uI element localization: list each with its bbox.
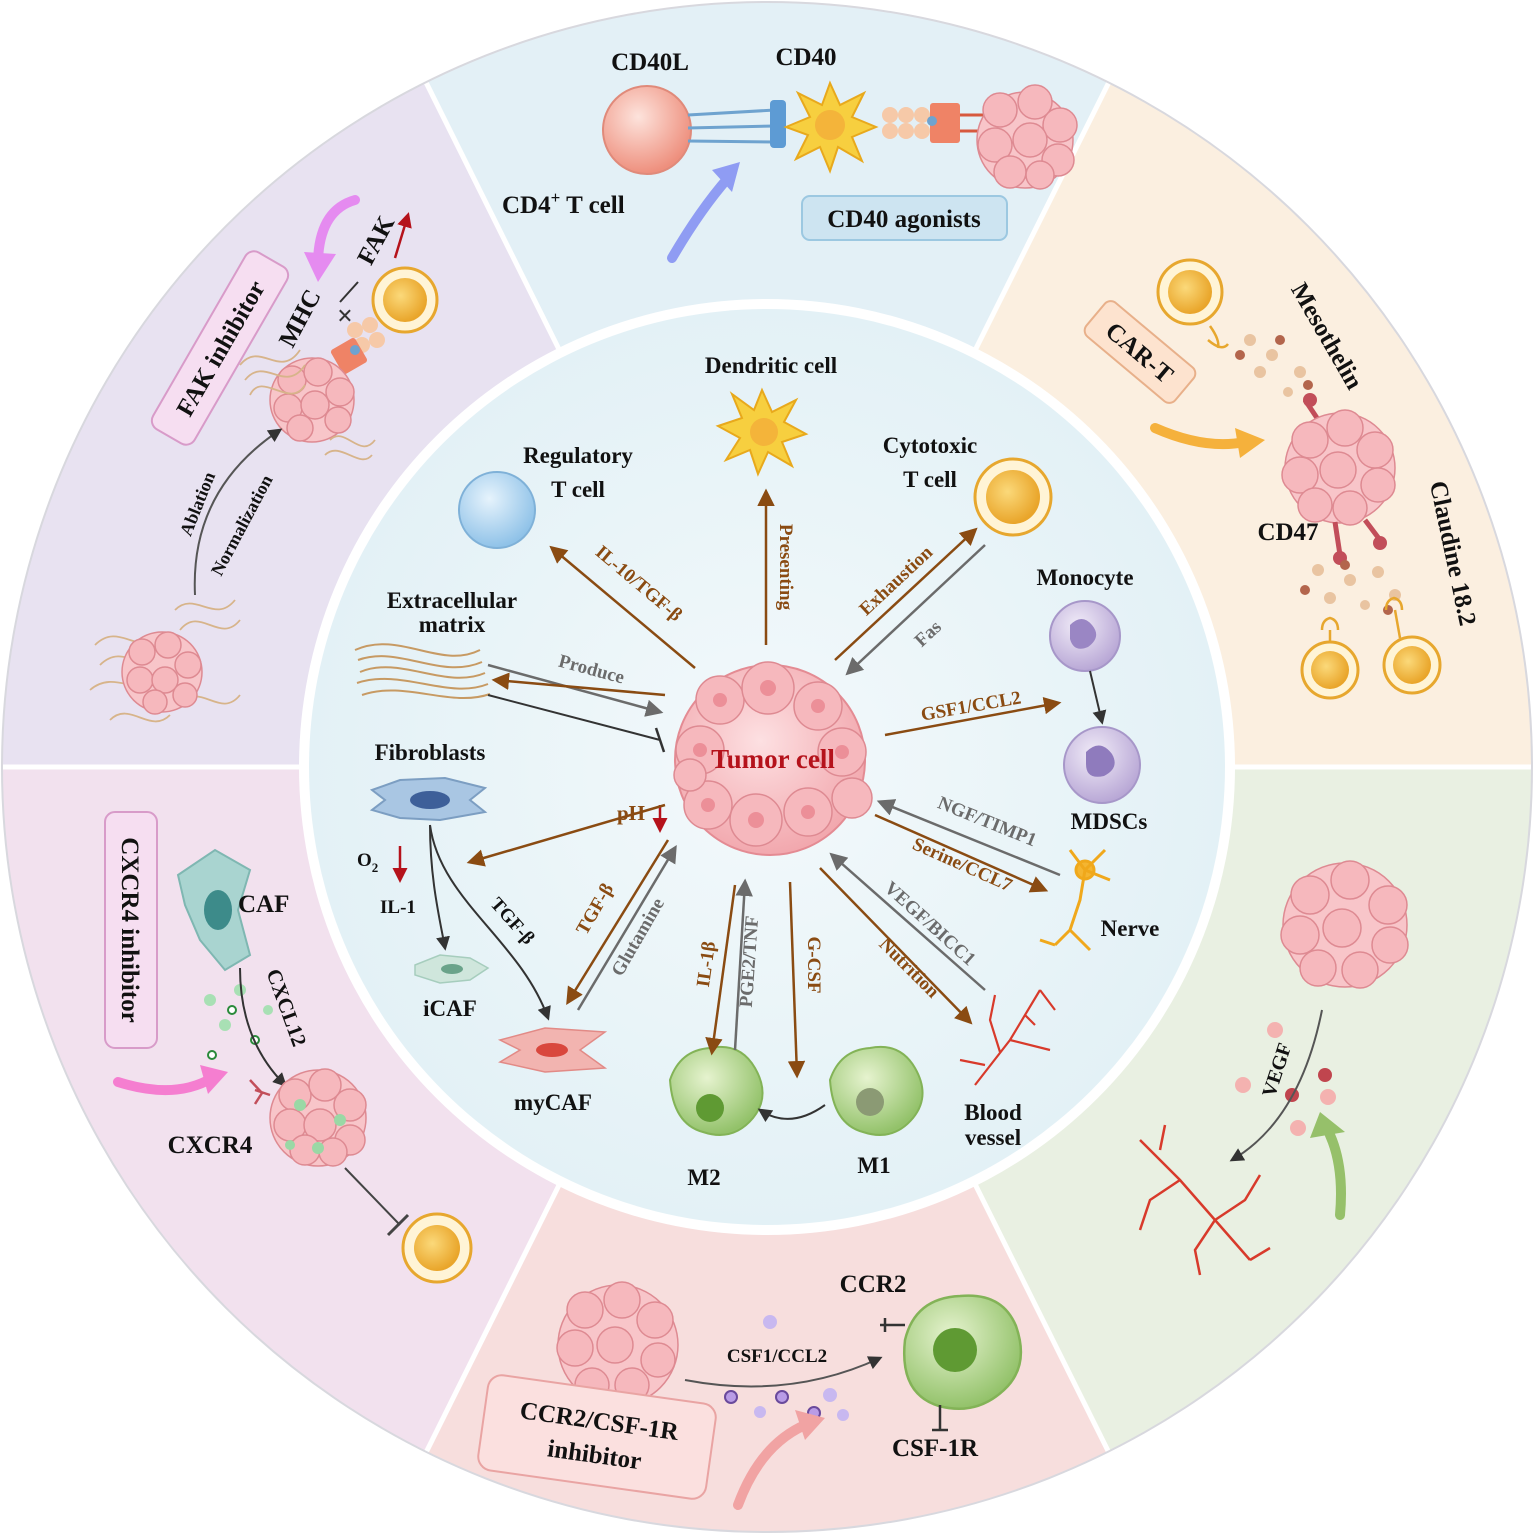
fak-receptor [347, 317, 385, 353]
nerve-label: Nerve [1101, 916, 1160, 941]
ecm-label-2: matrix [419, 612, 486, 637]
icaf-label: iCAF [423, 996, 477, 1021]
m2-macrophage-icon [668, 1046, 764, 1136]
gcsf-label: G-CSF [803, 937, 824, 994]
cd40-agonists-label: CD40 agonists [827, 206, 981, 233]
cd40-up-arrow [667, 173, 733, 263]
cart-section [1150, 258, 1442, 700]
nerve-icon [1039, 848, 1111, 952]
dendritic-cell-label: Dendritic cell [705, 353, 837, 378]
tumor-cell-label: Tumor cell [711, 744, 835, 774]
cytotoxic-t-cell-icon [973, 457, 1053, 537]
car-t-cell-icon-3 [1382, 596, 1442, 695]
cytotoxic-label-2: T cell [903, 467, 957, 492]
cd40l-receptors [687, 108, 776, 144]
regulatory-t-cell-icon [458, 471, 536, 549]
o2-label: O2 [357, 850, 378, 875]
fak-tumor-icon [269, 357, 355, 443]
blood-vessel-label-1: Blood [964, 1100, 1022, 1125]
il1-label: IL-1 [380, 897, 416, 918]
fak-tumor-fibrous-icon [89, 599, 241, 723]
cd40l-label: CD40L [611, 49, 689, 76]
fak-t-cell-icon [371, 266, 439, 334]
car-t-cell-icon [1156, 258, 1224, 326]
cd47-label: CD47 [1257, 519, 1318, 546]
fak-up-arrow [393, 212, 412, 259]
mdscs-icon [1063, 726, 1141, 804]
cxcr4-t-cell-icon [401, 1212, 473, 1284]
cd40-dendritic-icon [783, 80, 879, 174]
caf-icon [176, 848, 252, 972]
fak-section: × [89, 195, 439, 723]
m1-label: M1 [857, 1153, 890, 1178]
m2-label: M2 [687, 1165, 720, 1190]
center-arrows [429, 488, 1062, 1079]
cd40-agonists-box [801, 195, 1008, 241]
vegf-section [1138, 860, 1409, 1276]
ccr2-tumor-icon [556, 1281, 679, 1406]
cd4-t-cell-label: CD4+ T cell [502, 188, 625, 219]
blood-vessel-icon [959, 989, 1056, 1086]
caf-label: CAF [238, 891, 289, 918]
car-t-cell-icon-2 [1300, 616, 1360, 700]
regulatory-label-2: T cell [551, 477, 605, 502]
cd40-tumor-icon [976, 84, 1078, 190]
fibroblast-icon [369, 776, 488, 822]
monocyte-icon [1049, 600, 1121, 672]
fibroblasts-label: Fibroblasts [375, 740, 486, 765]
extracellular-matrix-icon [354, 643, 491, 699]
cd4-t-cell-icon [602, 85, 692, 175]
monocyte-label: Monocyte [1036, 565, 1133, 590]
presenting-label: Presenting [775, 524, 796, 611]
m1-to-m2-arrow [757, 1104, 826, 1123]
ccr2-macrophage-icon [880, 1294, 1023, 1432]
mycaf-label: myCAF [514, 1090, 592, 1115]
block-x-icon: × [337, 301, 353, 332]
cd40-label: CD40 [775, 44, 836, 71]
csf1-ccl2-label: CSF1/CCL2 [727, 1346, 827, 1367]
blood-vessel-label-2: vessel [965, 1125, 1021, 1150]
ccr2-label: CCR2 [840, 1271, 907, 1298]
csf1r-label: CSF-1R [892, 1435, 979, 1462]
ccr2-section [556, 1281, 1023, 1510]
fak-ecm-fibers [239, 349, 376, 461]
cd40-section [602, 80, 1078, 263]
vegf-tumor-icon [1280, 860, 1409, 989]
mycaf-icon [497, 1027, 608, 1073]
mdscs-label: MDSCs [1071, 809, 1148, 834]
icaf-icon [414, 954, 490, 984]
cart-tumor-icon [1281, 409, 1396, 526]
ecm-label-1: Extracellular [387, 588, 517, 613]
cxcr4-box-label: CXCR4 inhibitor [116, 837, 143, 1022]
cxcr4-label: CXCR4 [168, 1132, 253, 1159]
dendritic-cell-icon [715, 387, 809, 477]
regulatory-label-1: Regulatory [523, 443, 633, 468]
vegf-blood-vessel-icon [1138, 1124, 1271, 1276]
tumor-cell-cluster [673, 661, 873, 856]
cxcr4-tumor-icon [269, 1068, 367, 1167]
cxcr4-section [113, 848, 473, 1284]
cxcr4-inhibitor-box: CXCR4 inhibitor [104, 811, 158, 1049]
m1-macrophage-icon [828, 1046, 924, 1136]
ccr2-inhibitor-box: CCR2/CSF-1R inhibitor [477, 1374, 717, 1500]
cytotoxic-label-1: Cytotoxic [883, 433, 978, 458]
